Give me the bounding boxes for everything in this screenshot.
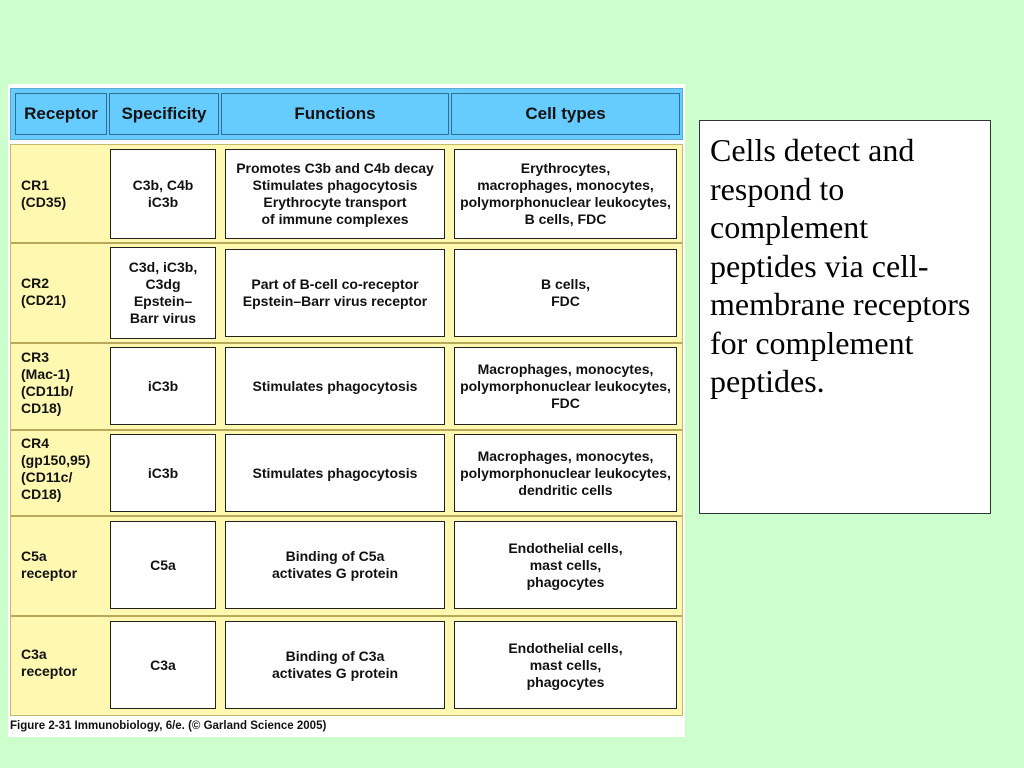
cell-types-cell: Erythrocytes, macrophages, monocytes, po…: [454, 149, 677, 239]
receptor-c3a: C3a receptor: [21, 646, 78, 679]
receptor-cr3: CR3 (Mac-1) (CD11b/ CD18): [21, 349, 74, 416]
cell-types-cell: B cells, FDC: [454, 249, 677, 337]
table-body: CR1 (CD35) C3b, C4b iC3b Promotes C3b an…: [10, 144, 683, 716]
figure-table: Receptor Specificity Functions Cell type…: [8, 84, 685, 737]
row-divider: [11, 515, 682, 517]
cell-types-cell: Endothelial cells, mast cells, phagocyte…: [454, 621, 677, 709]
header-receptor: Receptor: [15, 93, 107, 135]
specificity-cell: iC3b: [110, 347, 216, 425]
row-divider: [11, 342, 682, 344]
specificity-cell: C3b, C4b iC3b: [110, 149, 216, 239]
cell-types-cell: Endothelial cells, mast cells, phagocyte…: [454, 521, 677, 609]
header-functions: Functions: [221, 93, 449, 135]
functions-cell: Stimulates phagocytosis: [225, 434, 445, 512]
header-specificity: Specificity: [109, 93, 219, 135]
specificity-cell: iC3b: [110, 434, 216, 512]
functions-cell: Part of B-cell co-receptor Epstein–Barr …: [225, 249, 445, 337]
row-divider: [11, 429, 682, 431]
receptor-cr1: CR1 (CD35): [21, 177, 67, 210]
summary-text-box: Cells detect and respond to complement p…: [699, 120, 991, 514]
specificity-cell: C5a: [110, 521, 216, 609]
receptor-cr4: CR4 (gp150,95) (CD11c/ CD18): [21, 435, 91, 502]
functions-cell: Binding of C3a activates G protein: [225, 621, 445, 709]
cell-types-cell: Macrophages, monocytes, polymorphonuclea…: [454, 347, 677, 425]
header-cell-types: Cell types: [451, 93, 680, 135]
functions-cell: Binding of C5a activates G protein: [225, 521, 445, 609]
row-divider: [11, 615, 682, 617]
functions-cell: Promotes C3b and C4b decay Stimulates ph…: [225, 149, 445, 239]
receptor-cr2: CR2 (CD21): [21, 275, 67, 308]
row-divider: [11, 242, 682, 244]
summary-text: Cells detect and respond to complement p…: [710, 132, 971, 399]
specificity-cell: C3d, iC3b, C3dg Epstein– Barr virus: [110, 247, 216, 339]
functions-cell: Stimulates phagocytosis: [225, 347, 445, 425]
specificity-cell: C3a: [110, 621, 216, 709]
receptor-c5a: C5a receptor: [21, 548, 78, 581]
cell-types-cell: Macrophages, monocytes, polymorphonuclea…: [454, 434, 677, 512]
table-header-row: Receptor Specificity Functions Cell type…: [10, 88, 683, 140]
figure-caption: Figure 2-31 Immunobiology, 6/e. (© Garla…: [10, 720, 327, 732]
